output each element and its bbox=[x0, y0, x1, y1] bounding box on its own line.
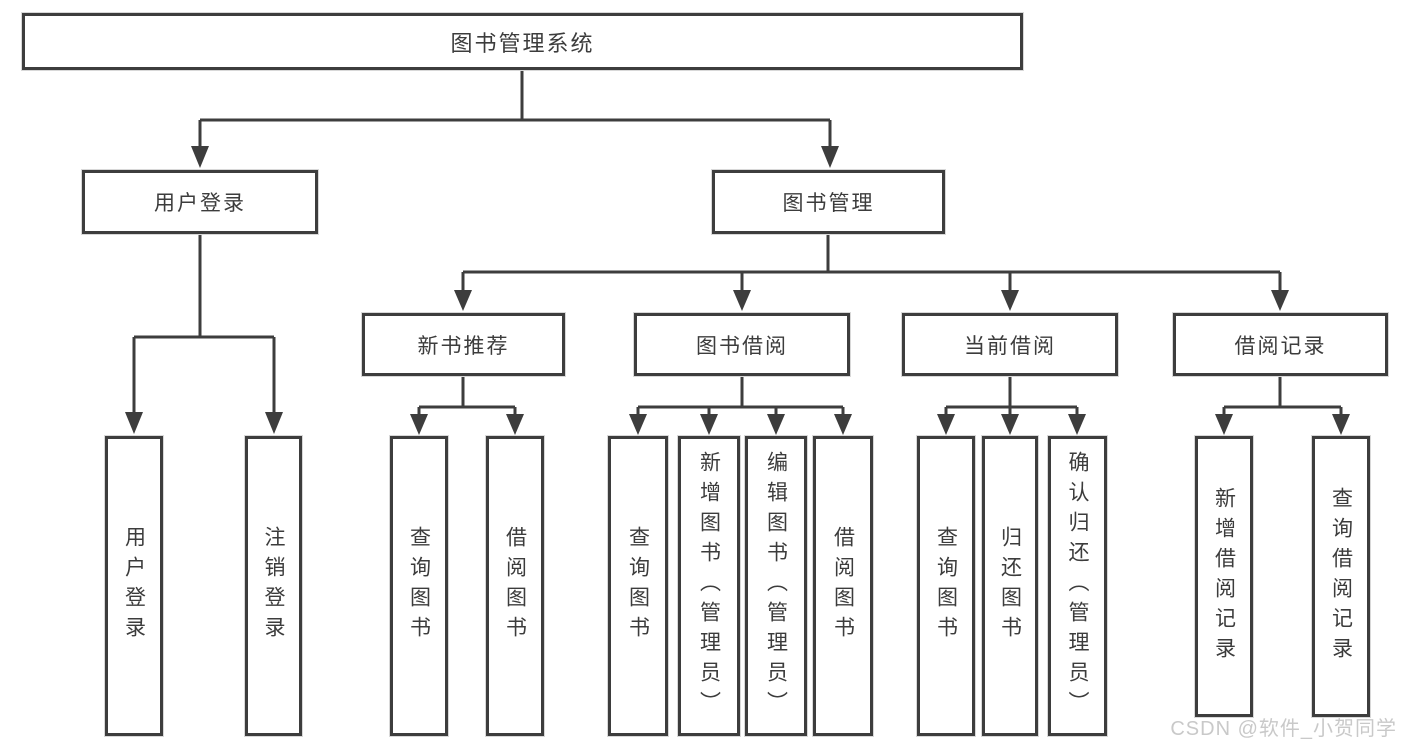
leaf-query-borrow-record: 查询借阅记录 bbox=[1312, 436, 1370, 717]
node-label: 图书管理系统 bbox=[450, 30, 595, 56]
leaf-label: 查询图书 bbox=[626, 526, 650, 646]
leaf-label: 注销登录 bbox=[262, 526, 285, 646]
node-label: 当前借阅 bbox=[964, 334, 1056, 358]
leaf-label: 用户登录 bbox=[122, 526, 146, 646]
leaf-label: 查询图书 bbox=[934, 526, 958, 646]
csdn-watermark: CSDN @软件_小贺同学 bbox=[1170, 718, 1397, 740]
node-library-management-system: 图书管理系统 bbox=[22, 13, 1023, 70]
leaf-add-books-admin: 新增图书（管理员） bbox=[678, 436, 740, 736]
node-label: 图书借阅 bbox=[696, 334, 788, 358]
leaf-add-borrow-record: 新增借阅记录 bbox=[1195, 436, 1253, 717]
leaf-label: 借阅图书 bbox=[503, 526, 527, 646]
leaf-label: 查询图书 bbox=[407, 526, 431, 646]
leaf-borrow-books: 借阅图书 bbox=[813, 436, 873, 736]
node-book-management: 图书管理 bbox=[712, 170, 945, 234]
leaf-confirm-return-admin: 确认归还（管理员） bbox=[1048, 436, 1107, 736]
node-current-borrowing: 当前借阅 bbox=[902, 313, 1118, 376]
node-user-login: 用户登录 bbox=[82, 170, 318, 234]
leaf-label: 归还图书 bbox=[998, 526, 1022, 646]
leaf-label: 借阅图书 bbox=[831, 526, 855, 646]
leaf-borrow-books-recommendation: 借阅图书 bbox=[486, 436, 544, 736]
leaf-query-books-recommendation: 查询图书 bbox=[390, 436, 448, 736]
node-borrowing-records: 借阅记录 bbox=[1173, 313, 1388, 376]
leaf-query-books-current: 查询图书 bbox=[917, 436, 975, 736]
node-book-borrowing: 图书借阅 bbox=[634, 313, 850, 376]
leaf-label: 新增借阅记录 bbox=[1212, 486, 1236, 667]
node-label: 图书管理 bbox=[782, 192, 875, 215]
leaf-logout: 注销登录 bbox=[245, 436, 302, 736]
leaf-label: 查询借阅记录 bbox=[1329, 486, 1353, 667]
arrow-heads bbox=[125, 146, 1350, 435]
leaf-query-books-borrowing: 查询图书 bbox=[608, 436, 668, 736]
node-new-book-recommendation: 新书推荐 bbox=[362, 313, 565, 376]
node-label: 用户登录 bbox=[154, 192, 246, 215]
leaf-user-login: 用户登录 bbox=[105, 436, 163, 736]
leaf-return-books: 归还图书 bbox=[982, 436, 1038, 736]
leaf-label: 新增图书（管理员） bbox=[697, 451, 721, 721]
leaf-label: 确认归还（管理员） bbox=[1066, 451, 1089, 721]
leaf-edit-books-admin: 编辑图书（管理员） bbox=[745, 436, 807, 736]
node-label: 新书推荐 bbox=[417, 334, 510, 358]
leaf-label: 编辑图书（管理员） bbox=[764, 451, 788, 721]
node-label: 借阅记录 bbox=[1234, 334, 1327, 358]
